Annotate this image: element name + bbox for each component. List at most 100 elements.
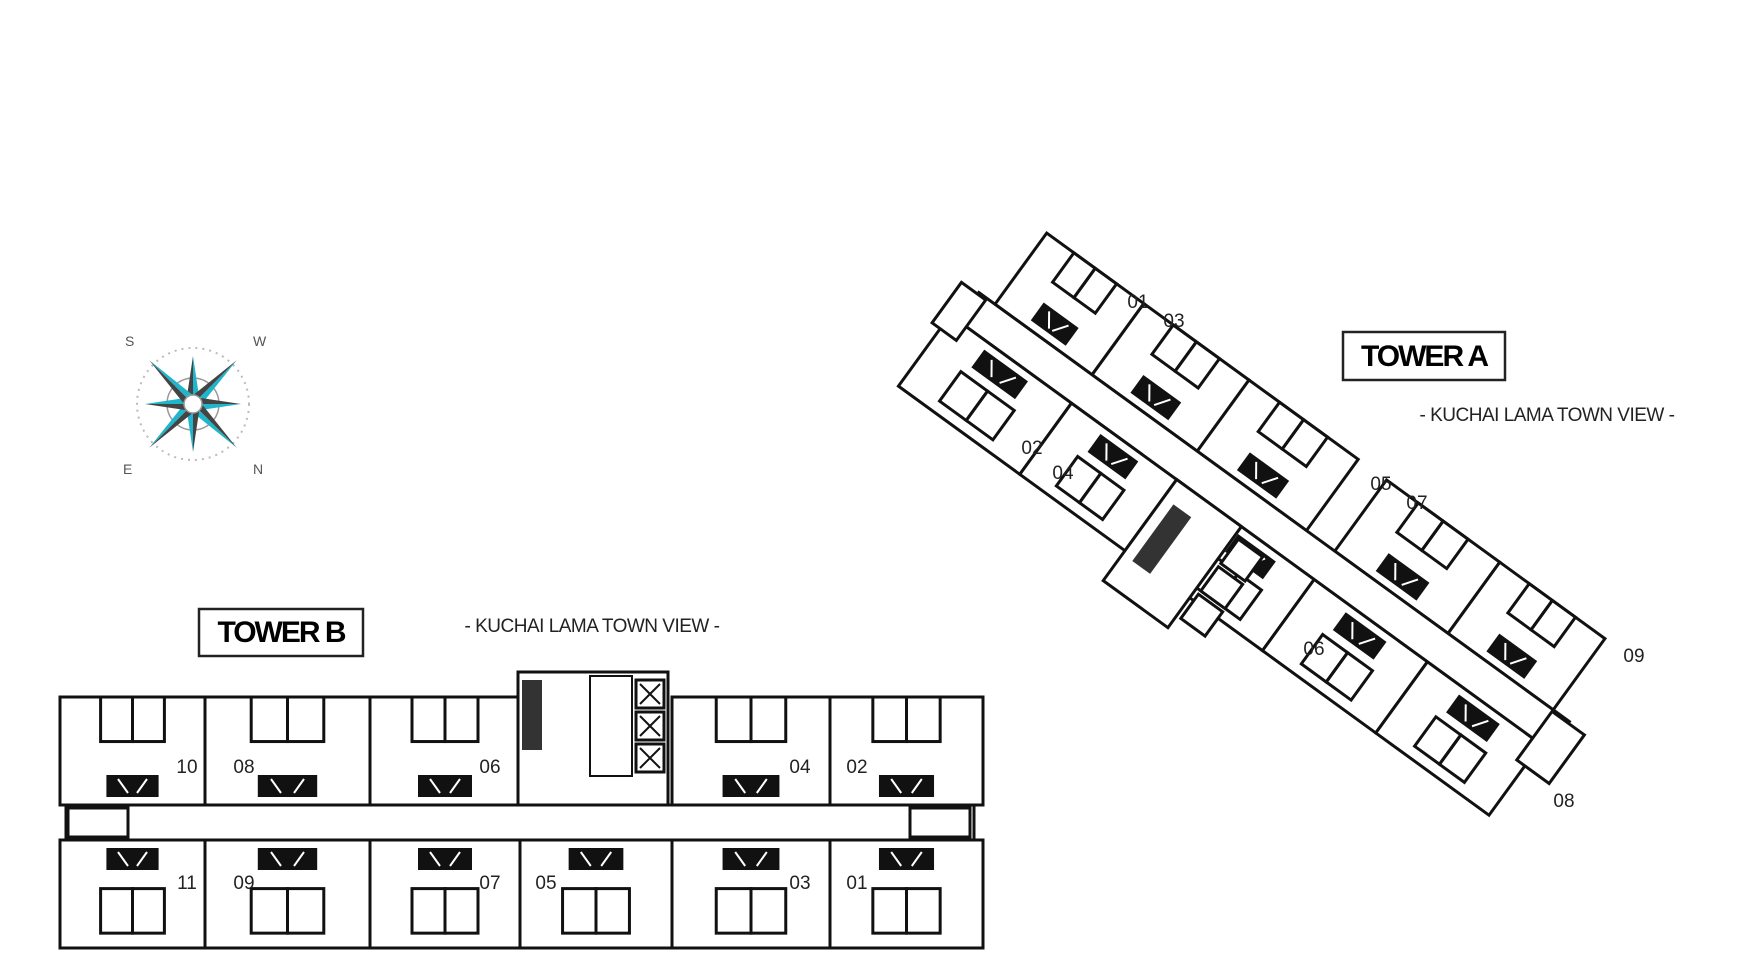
- bedroom: [131, 695, 166, 744]
- staircase: [66, 806, 130, 839]
- bedroom: [749, 887, 788, 935]
- tower-b-unit-labels: 10 08 06 04 02 11 09 07 05 03 01: [176, 757, 867, 894]
- staircase: [929, 280, 988, 343]
- fixture: [429, 778, 461, 794]
- bedroom: [1077, 471, 1127, 522]
- unit-label: 06: [479, 757, 500, 778]
- compass-point-half: [193, 398, 241, 404]
- fixture: [1255, 461, 1279, 485]
- bedroom: [1528, 598, 1578, 649]
- fixture: [270, 851, 305, 867]
- unit-label: 11: [177, 873, 197, 894]
- bedroom: [1071, 266, 1119, 316]
- lift-cross: [639, 683, 661, 705]
- fixture: [579, 851, 613, 867]
- unit-label: 07: [479, 873, 500, 894]
- unit-label: 04: [789, 757, 811, 778]
- compass-point: [149, 360, 193, 404]
- tower-a-title: TOWER A: [1361, 340, 1488, 373]
- bathroom-block: [418, 848, 472, 870]
- bathroom-block: [1375, 553, 1430, 601]
- bathroom-block: [568, 848, 624, 870]
- tower-a-plan: TOWER A - KUCHAI LAMA TOWN VIEW - 01 03 …: [896, 230, 1675, 818]
- bedroom: [905, 695, 942, 744]
- bedroom: [1172, 339, 1222, 391]
- bedroom: [964, 388, 1017, 442]
- bathroom-block: [257, 848, 318, 870]
- fixture: [1504, 642, 1527, 665]
- bathroom-block: [106, 848, 159, 870]
- fixture: [734, 851, 768, 867]
- bathroom-block: [257, 775, 318, 797]
- compass-rose-icon: S W E N: [123, 333, 267, 477]
- compass-label-e: E: [123, 461, 132, 477]
- bathroom-block: [1486, 633, 1538, 679]
- fixture: [270, 778, 305, 794]
- bedroom: [443, 695, 480, 744]
- bathroom-block: [971, 349, 1028, 400]
- fixture: [429, 851, 461, 867]
- tower-b-plan: TOWER B - KUCHAI LAMA TOWN VIEW - 10 08 …: [58, 607, 985, 950]
- fixture: [734, 778, 768, 794]
- tower-b-view-label: - KUCHAI LAMA TOWN VIEW -: [465, 616, 720, 637]
- bedroom: [1324, 650, 1375, 703]
- unit-label: 01: [846, 873, 867, 894]
- tower-a-title-box: [1341, 330, 1507, 382]
- unit-label: 10: [176, 757, 197, 778]
- bedroom: [131, 887, 166, 935]
- bedroom: [594, 887, 631, 935]
- bedroom: [749, 695, 788, 744]
- bathroom-block: [722, 848, 780, 870]
- bathroom-block: [1446, 694, 1500, 742]
- fixture: [890, 851, 923, 867]
- unit-label: 06: [1303, 639, 1324, 660]
- bedroom: [1280, 417, 1330, 469]
- bathroom-block: [106, 775, 159, 797]
- stair: [522, 680, 542, 750]
- bathroom-block: [1030, 302, 1079, 346]
- lift-cross: [639, 747, 661, 769]
- compass-label-n: N: [253, 461, 263, 477]
- lift: [1218, 537, 1265, 584]
- unit-label: 09: [233, 873, 254, 894]
- stair: [1132, 504, 1192, 574]
- bedroom: [286, 695, 326, 744]
- unit-label: 07: [1406, 493, 1427, 514]
- lift: [1178, 592, 1225, 639]
- bathroom-block: [1332, 612, 1387, 660]
- compass-point: [149, 404, 193, 448]
- bathroom-block: [878, 848, 935, 870]
- bathroom-block: [418, 775, 472, 797]
- fixture: [890, 778, 923, 794]
- fixture: [117, 778, 148, 794]
- lobby: [589, 675, 633, 777]
- bedroom: [1437, 732, 1488, 785]
- unit-label: 08: [233, 757, 254, 778]
- core: [1101, 477, 1244, 630]
- bedroom: [1419, 518, 1471, 571]
- bathroom-block: [1087, 434, 1139, 480]
- staircase: [1514, 709, 1587, 786]
- bedroom: [443, 887, 480, 935]
- bathroom-block: [878, 775, 935, 797]
- tower-a-view-label: - KUCHAI LAMA TOWN VIEW -: [1420, 405, 1675, 426]
- unit-label: 09: [1623, 646, 1644, 667]
- unit-label: 02: [846, 757, 867, 778]
- unit-label: 04: [1052, 463, 1074, 484]
- fixture: [1464, 704, 1489, 728]
- compass-point-half: [193, 404, 199, 452]
- fixture: [117, 851, 148, 867]
- compass-point: [193, 404, 237, 448]
- bathroom-block: [1130, 374, 1182, 421]
- lift: [1198, 564, 1245, 611]
- fixture: [1047, 311, 1069, 332]
- unit-label: 05: [1370, 474, 1391, 495]
- tower-b-title-box: [197, 607, 365, 658]
- lift-cross: [639, 715, 661, 737]
- fixture: [1351, 622, 1376, 645]
- bedroom: [286, 887, 326, 935]
- tower-a-unit-labels: 01 03 02 04 05 07 06 09 08: [1021, 292, 1644, 812]
- bathroom-block: [1236, 452, 1290, 499]
- staircase: [908, 806, 972, 839]
